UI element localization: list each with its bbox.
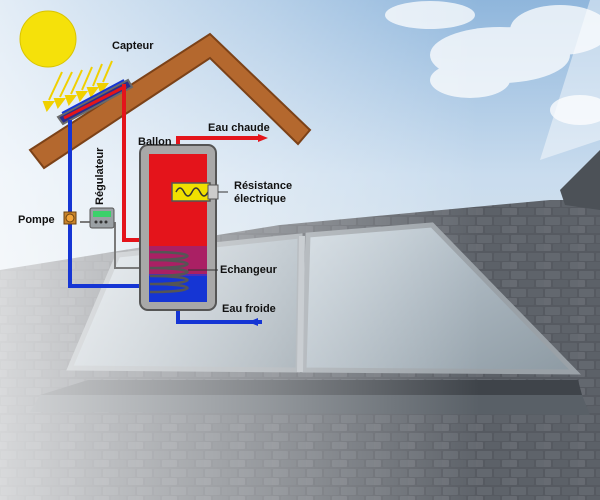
label-ballon: Ballon	[138, 136, 172, 148]
label-pompe: Pompe	[18, 214, 55, 226]
collector-panel	[56, 78, 134, 126]
label-resistance-line2: électrique	[234, 193, 286, 205]
cold-pipe-loop	[68, 120, 145, 288]
label-resistance-line1: Résistance	[234, 180, 293, 192]
regulator-wire	[114, 222, 150, 269]
label-capteur: Capteur	[112, 40, 154, 52]
label-resistance: Résistance électrique	[234, 180, 292, 206]
label-echangeur: Echangeur	[220, 264, 277, 276]
house-roof	[28, 32, 312, 170]
exchanger-coil	[149, 250, 189, 294]
cold-arrow-icon	[248, 318, 258, 326]
pump-icon	[63, 211, 77, 225]
label-eau-chaude: Eau chaude	[208, 122, 270, 134]
hot-arrow-icon	[258, 134, 268, 142]
label-regulateur: Régulateur	[94, 147, 106, 205]
electric-resistance-icon	[171, 182, 219, 202]
regulator-box	[89, 207, 115, 229]
sun-rays-icon	[42, 60, 113, 113]
label-eau-froide: Eau froide	[222, 303, 276, 315]
sun-icon	[19, 10, 77, 68]
